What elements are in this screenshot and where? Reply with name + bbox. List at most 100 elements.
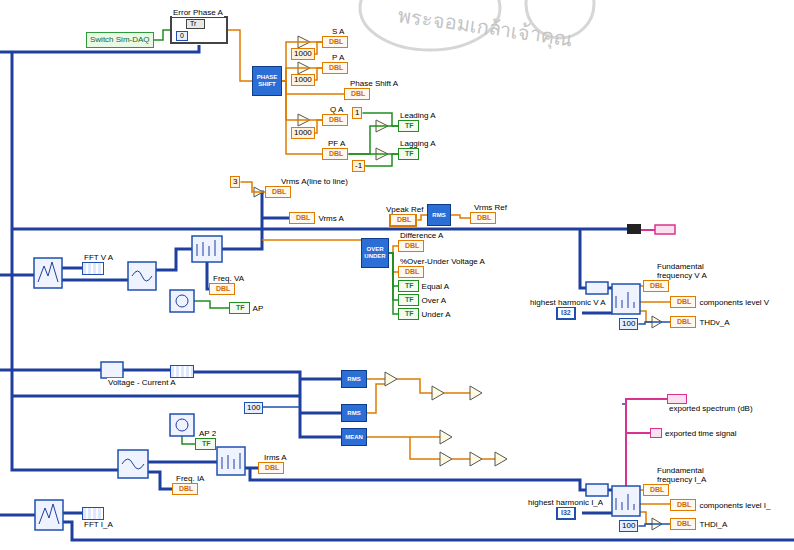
array-terminal (655, 225, 675, 234)
indicator-terminal: DBLPhase Shift A (344, 88, 370, 100)
terminal-label: Phase Shift A (349, 79, 399, 88)
terminal-label: Over A (421, 296, 447, 305)
wire-connector (362, 113, 398, 126)
type-tag: DBL (265, 464, 279, 472)
harmonic-glyph (616, 292, 634, 308)
harmonic-glyph (616, 494, 634, 510)
type-tag: DBL (677, 318, 691, 326)
merge-signals (101, 362, 123, 378)
subvi-name: OVER UNDER (362, 246, 388, 260)
integer-control: I32highest harmonic I_A (556, 506, 576, 520)
integer-control: I32highest harmonic V A (556, 306, 576, 320)
waveform-terminal: FFT V A (82, 262, 104, 275)
type-tag: DBL (216, 285, 230, 293)
wire-connector (638, 322, 670, 324)
waveform-terminal: FFT I_A (82, 507, 104, 520)
terminal-label: Difference A (399, 231, 444, 240)
ap-express-vi (170, 290, 194, 312)
type-tag: DBL (351, 90, 365, 98)
type-tag: DBL (405, 242, 419, 250)
multiply-node (385, 372, 397, 386)
tone-glyph (132, 271, 152, 281)
numeric-constant: 1000 (291, 48, 315, 60)
terminal-label: AP (252, 304, 265, 313)
cluster-terminal (586, 282, 608, 294)
integer-wire (262, 404, 626, 407)
type-tag: DBL (272, 188, 286, 196)
numeric-constant: 0 (176, 31, 188, 41)
type-tag: DBL (296, 214, 310, 222)
terminal-label: Error Phase A (172, 8, 224, 17)
type-tag: DBL (650, 486, 664, 494)
array-indicator: exported time signal (650, 428, 662, 438)
terminal-label: Leading A (399, 111, 437, 120)
type-tag: DBL (677, 520, 691, 528)
terminal-label: Equal A (421, 282, 451, 291)
indicator-terminal: DBLVrms Ref (470, 212, 496, 224)
numeric-constant: 1000 (291, 127, 315, 139)
terminal-label: components level V (698, 298, 770, 307)
type-tag: DBL (179, 485, 193, 493)
switch-control: Switch Sim-DAQ (86, 32, 154, 48)
terminal-label: Q A (329, 105, 344, 114)
wire-connector (315, 120, 322, 133)
indicator-terminal: DBLPF A (322, 148, 348, 160)
type-tag: DBL (477, 214, 491, 222)
type-tag: TF (202, 440, 211, 448)
numeric-constant: 3 (230, 176, 240, 188)
subvi-name: RMS (347, 376, 360, 383)
case-selector: Tr (186, 19, 205, 29)
terminal-label: Freq. IA (175, 474, 205, 483)
amplitude-glyph (222, 453, 240, 469)
type-tag: DBL (329, 38, 343, 46)
terminal-label: Vrms Ref (473, 203, 508, 212)
subvi-name: RMS (347, 410, 360, 417)
watermark: พระจอมเกล้าเจ้าคุณ (397, 4, 574, 50)
multiply-node (440, 430, 452, 444)
constant-value: 1000 (294, 49, 312, 59)
terminal-label: P A (331, 53, 345, 62)
sqrt-node (495, 452, 507, 466)
constant-value: 100 (622, 319, 635, 329)
array-indicator: exported spectrum (dB) (667, 394, 687, 404)
wire-connector (282, 81, 322, 154)
wire-connector (638, 524, 670, 526)
terminal-label: exported spectrum (dB) (668, 404, 754, 413)
build-waveform (627, 224, 641, 234)
terminal-label: Fundamental frequency I_A (656, 466, 708, 484)
numeric-constant: -1 (352, 160, 365, 172)
numeric-constant: 1000 (291, 74, 315, 86)
subvi-name: RMS (432, 212, 445, 219)
type-tag: TF (405, 310, 414, 318)
subvi-name: PHASE SHIFT (253, 74, 281, 88)
terminal-label: FFT I_A (83, 520, 114, 529)
terminal-label: Vrms A(line to line) (280, 177, 349, 186)
wire-connector (389, 253, 398, 314)
constant-value: 1000 (294, 75, 312, 85)
terminal-label: %Over-Under Voltage A (399, 257, 486, 266)
wire-connector (348, 153, 398, 155)
constant-value: Switch Sim-DAQ (90, 35, 150, 45)
spectrum-glyph (38, 262, 58, 282)
type-tag: TF (405, 282, 414, 290)
indicator-terminal: DBLIrms A (258, 462, 284, 474)
indicator-terminal: DBL%Over-Under Voltage A (398, 266, 424, 278)
boolean-indicator: TFLeading A (398, 120, 419, 132)
type-tag: TF (405, 150, 414, 158)
terminal-label: THDi_A (698, 520, 728, 529)
terminal-label: S A (331, 27, 345, 36)
wire-connector (389, 246, 398, 253)
spectral-express-vi (34, 258, 62, 288)
terminal-label: AP 2 (198, 429, 217, 438)
type-tag: TF (405, 122, 414, 130)
probe-glyph (176, 419, 188, 431)
constant-value: 1000 (294, 128, 312, 138)
indicator-terminal: DBLQ A (322, 114, 348, 126)
boolean-indicator: TFAP 2 (195, 438, 216, 450)
terminal-label: Voltage - Current A (107, 378, 177, 387)
terminal-label: highest harmonic I_A (527, 498, 604, 507)
numeric-constant: 1 (352, 107, 362, 119)
terminal-label: highest harmonic V A (529, 298, 607, 307)
